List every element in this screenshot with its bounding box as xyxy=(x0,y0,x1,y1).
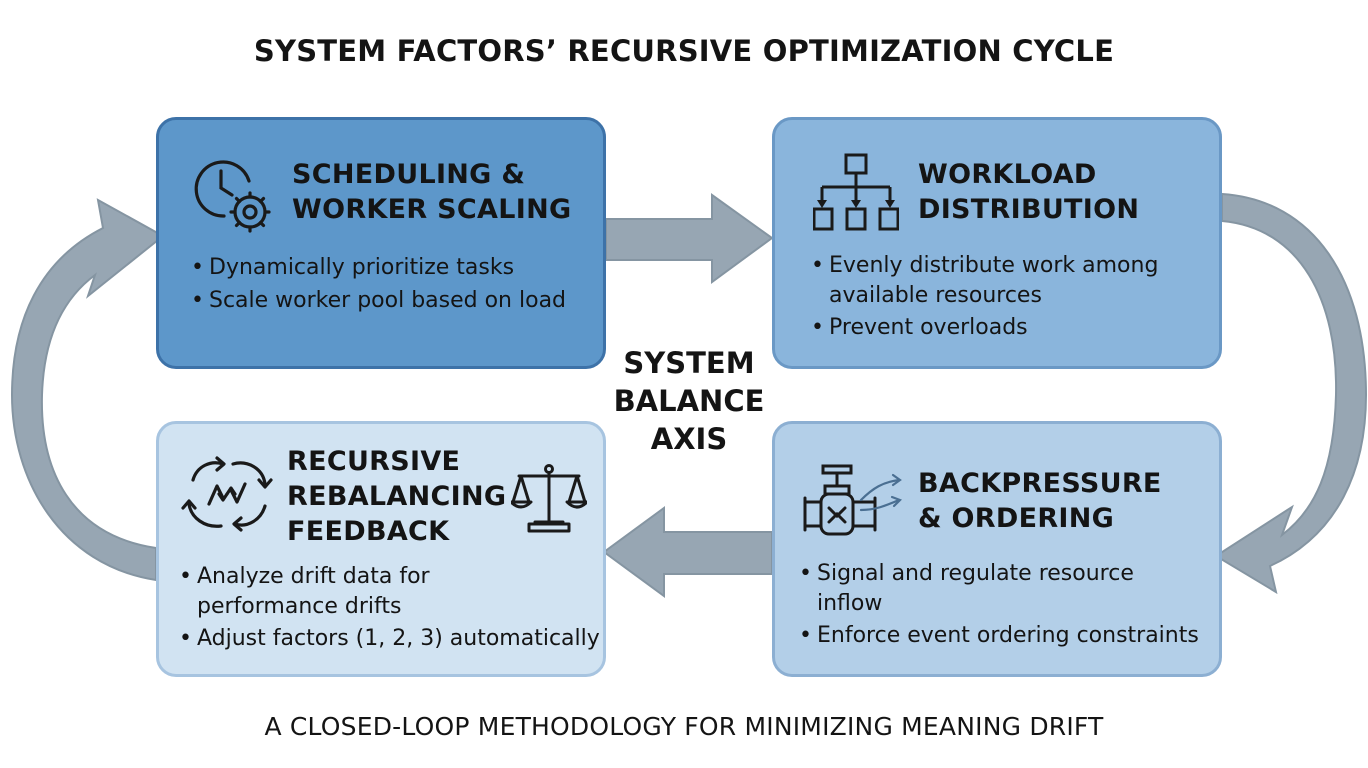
arrow-feedback-to-scheduling xyxy=(10,198,165,582)
heading-line: BACKPRESSURE xyxy=(918,468,1162,499)
stage-scheduling-bullets: Dynamically prioritize tasks Scale worke… xyxy=(189,251,566,317)
bullet-item: Evenly distribute work among available r… xyxy=(809,251,1158,311)
diagram-title: SYSTEM FACTORS’ RECURSIVE OPTIMIZATION C… xyxy=(253,34,1115,68)
center-label-line: BALANCE xyxy=(613,384,765,418)
arrow-scheduling-to-workload xyxy=(605,193,774,284)
hierarchy-icon xyxy=(813,153,899,231)
cycle-arrows-icon xyxy=(181,456,273,532)
stage-feedback-heading: RECURSIVE REBALANCING FEEDBACK xyxy=(287,444,506,549)
center-label-line: AXIS xyxy=(650,422,728,456)
heading-line: FEEDBACK xyxy=(287,516,450,547)
heading-line: DISTRIBUTION xyxy=(918,194,1140,225)
arrow-workload-to-backpressure xyxy=(1214,192,1368,595)
bullet-item: Analyze drift data for performance drift… xyxy=(177,562,600,622)
center-label-line: SYSTEM xyxy=(623,346,755,380)
bullet-text-line: Evenly distribute work among xyxy=(829,253,1159,278)
clock-gear-icon xyxy=(194,160,271,233)
heading-line: SCHEDULING & xyxy=(292,159,526,190)
bullet-item: Scale worker pool based on load xyxy=(189,284,566,317)
stage-workload-box: WORKLOAD DISTRIBUTION Evenly distribute … xyxy=(772,117,1222,369)
stage-scheduling-box: SCHEDULING & WORKER SCALING Dynamically … xyxy=(156,117,606,369)
bullet-text-line: Signal and regulate resource xyxy=(817,561,1134,586)
bullet-item: Enforce event ordering constraints xyxy=(797,619,1199,652)
bullet-text-line: Analyze drift data for xyxy=(197,564,430,589)
bullet-text-line: performance drifts xyxy=(197,594,402,619)
arrow-backpressure-to-feedback xyxy=(602,506,773,598)
heading-line: & ORDERING xyxy=(918,503,1115,534)
balance-scale-icon xyxy=(511,464,587,533)
stage-workload-bullets: Evenly distribute work among available r… xyxy=(809,251,1158,344)
bullet-item: Prevent overloads xyxy=(809,311,1158,344)
heading-line: WORKER SCALING xyxy=(292,194,572,225)
bullet-text-line: inflow xyxy=(817,591,883,616)
stage-backpressure-heading: BACKPRESSURE & ORDERING xyxy=(918,466,1162,536)
diagram-footer: A CLOSED-LOOP METHODOLOGY FOR MINIMIZING… xyxy=(264,712,1104,741)
valve-icon xyxy=(803,464,902,536)
bullet-item: Signal and regulate resource inflow xyxy=(797,559,1199,619)
stage-backpressure-bullets: Signal and regulate resource inflow Enfo… xyxy=(797,559,1199,652)
bullet-item: Dynamically prioritize tasks xyxy=(189,251,566,284)
stage-scheduling-heading: SCHEDULING & WORKER SCALING xyxy=(292,157,571,227)
heading-line: REBALANCING xyxy=(287,481,507,512)
heading-line: RECURSIVE xyxy=(287,446,461,477)
system-balance-axis-label: SYSTEM BALANCE AXIS xyxy=(604,344,774,458)
heading-line: WORKLOAD xyxy=(918,159,1097,190)
bullet-item: Adjust factors (1, 2, 3) automatically xyxy=(177,622,600,655)
stage-feedback-bullets: Analyze drift data for performance drift… xyxy=(177,562,600,655)
bullet-text-line: available resources xyxy=(829,283,1042,308)
stage-backpressure-box: BACKPRESSURE & ORDERING Signal and regul… xyxy=(772,421,1222,677)
stage-workload-heading: WORKLOAD DISTRIBUTION xyxy=(918,157,1139,227)
stage-feedback-box: RECURSIVE REBALANCING FEEDBACK Analyze d… xyxy=(156,421,606,677)
